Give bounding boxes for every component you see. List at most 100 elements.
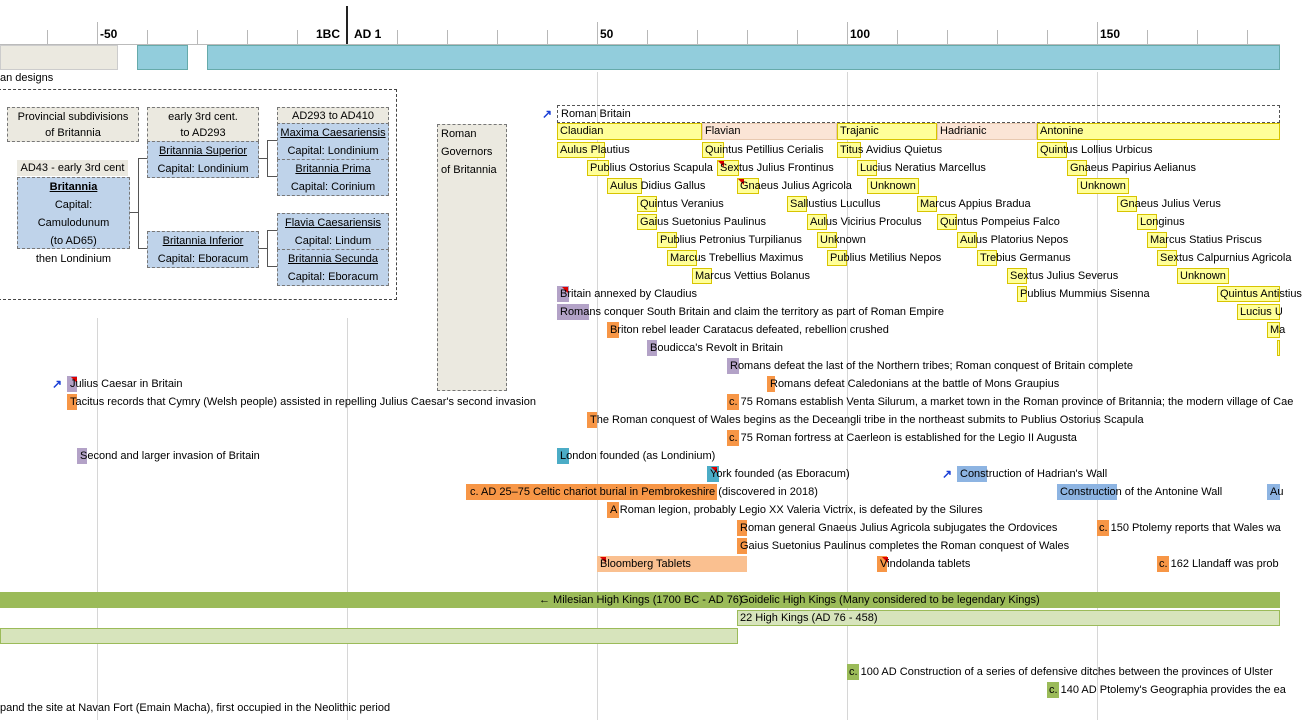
governor-label[interactable]: Trebius Germanus [980, 252, 1071, 264]
governor-label[interactable]: Marcus Vettius Bolanus [695, 270, 810, 282]
dynasty-claudian[interactable]: Claudian [557, 123, 702, 140]
governor-label[interactable]: Sextus Calpurnius Agricola [1160, 252, 1292, 264]
event-label[interactable]: Tacitus records that Cymry (Welsh people… [70, 396, 536, 408]
governor-label[interactable]: Publius Metilius Nepos [830, 252, 942, 264]
event-label[interactable]: c. 75 Romans establish Venta Silurum, a … [729, 396, 1294, 408]
period-bar[interactable] [207, 45, 1280, 70]
governors-box[interactable]: Roman Governors of Britannia [437, 124, 507, 391]
flavia-box[interactable]: Flavia Caesariensis Capital: Lindum [277, 213, 389, 250]
governor-label[interactable]: Aulus Plautius [560, 144, 630, 156]
governor-label[interactable]: Titus Avidius Quietus [840, 144, 943, 156]
period-bar[interactable] [137, 45, 188, 70]
governor-label[interactable]: Aulus Vicirius Proculus [810, 216, 922, 228]
event-marker [1267, 484, 1280, 500]
dynasty-hadrianic[interactable]: Hadrianic [937, 123, 1037, 140]
governor-label[interactable]: Quintus Antistius [1220, 288, 1302, 300]
dynasty-trajanic[interactable]: Trajanic [837, 123, 937, 140]
event-label[interactable]: c. 100 AD Construction of a series of de… [849, 666, 1273, 678]
event-label[interactable]: Romans conquer South Britain and claim t… [560, 306, 944, 318]
event-label[interactable]: Julius Caesar in Britain [70, 378, 183, 390]
ruler-tick [47, 30, 48, 44]
governor-label[interactable]: Marcus Statius Priscus [1150, 234, 1262, 246]
roman-britain-header[interactable]: Roman Britain [557, 105, 1280, 123]
governor-label[interactable]: Sextus Julius Frontinus [720, 162, 834, 174]
event-label[interactable]: The Roman conquest of Wales begins as th… [590, 414, 1144, 426]
inferior-box[interactable]: Britannia Inferior Capital: Eboracum [147, 231, 259, 268]
event-label[interactable]: Construction of the Antonine Wall [1060, 486, 1223, 498]
event-label[interactable]: c. 140 AD Ptolemy's Geographia provides … [1049, 684, 1286, 696]
governor-label[interactable]: Gnaeus Julius Agricola [740, 180, 852, 192]
event-label[interactable]: London founded (as Londinium) [560, 450, 716, 462]
governor-label[interactable]: Aulus Platorius Nepos [960, 234, 1069, 246]
milesian-label[interactable]: ← Milesian High Kings (1700 BC - AD 76) [539, 594, 743, 606]
event-label[interactable]: c. AD 25–75 Celtic chariot burial in Pem… [470, 486, 818, 498]
event-label[interactable]: c. 150 Ptolemy reports that Wales wa [1099, 522, 1281, 534]
governor-label[interactable]: Sallustius Lucullus [790, 198, 881, 210]
secunda-box[interactable]: Britannia Secunda Capital: Eboracum [277, 249, 389, 286]
event-label[interactable]: Boudicca's Revolt in Britain [650, 342, 783, 354]
governor-label[interactable]: Lucius Neratius Marcellus [860, 162, 986, 174]
high-kings-bar[interactable] [0, 592, 1280, 608]
governor-label[interactable]: Unknown [820, 234, 866, 246]
prima-box[interactable]: Britannia Prima Capital: Corinium [277, 159, 389, 196]
event-label[interactable]: Romans defeat the last of the Northern t… [730, 360, 1133, 372]
britannia-name[interactable]: Britannia [49, 181, 98, 193]
event-label[interactable]: York founded (as Eboracum) [710, 468, 850, 480]
event-label[interactable]: c. 162 Llandaff was prob [1159, 558, 1279, 570]
superior-name[interactable]: Britannia Superior [158, 145, 248, 157]
maxima-name[interactable]: Maxima Caesariensis [280, 127, 386, 139]
governor-label[interactable]: Unknown [1180, 270, 1226, 282]
governor-label[interactable]: Aulus Didius Gallus [610, 180, 706, 192]
link-arrow-icon[interactable]: ↗ [542, 107, 553, 121]
governor-label[interactable]: Quintus Lollius Urbicus [1040, 144, 1153, 156]
link-arrow-icon[interactable]: ↗ [52, 377, 63, 391]
governor-label[interactable]: Gnaeus Papirius Aelianus [1070, 162, 1196, 174]
event-label[interactable]: Briton rebel leader Caratacus defeated, … [610, 324, 889, 336]
secunda-name[interactable]: Britannia Secunda [288, 253, 378, 265]
britannia-box[interactable]: Britannia Capital: Camulodunum (to AD65)… [17, 177, 130, 265]
event-label[interactable]: A Roman legion, probably Legio XX Valeri… [610, 504, 983, 516]
superior-box[interactable]: Britannia Superior Capital: Londinium [147, 141, 259, 178]
governor-label[interactable]: Publius Petronius Turpilianus [660, 234, 802, 246]
event-label[interactable]: Gaius Suetonius Paulinus completes the R… [740, 540, 1070, 552]
governor-label[interactable]: Quintus Pompeius Falco [940, 216, 1060, 228]
dynasty-antonine[interactable]: Antonine [1037, 123, 1280, 140]
event-label[interactable]: Construction of Hadrian's Wall [960, 468, 1108, 480]
governor-label[interactable]: Marcus Trebellius Maximus [670, 252, 804, 264]
event-label[interactable]: pand the site at Navan Fort (Emain Macha… [0, 702, 391, 714]
event-label[interactable]: Romans defeat Caledonians at the battle … [770, 378, 1060, 390]
event-label[interactable]: Bloomberg Tablets [600, 558, 691, 570]
governor-label[interactable]: Sextus Julius Severus [1010, 270, 1119, 282]
event-label[interactable]: Vindolanda tablets [880, 558, 971, 570]
governor-label[interactable]: Publius Mummius Sisenna [1020, 288, 1150, 300]
governor-label[interactable]: Lucius U [1240, 306, 1283, 318]
governor-label[interactable]: Publius Ostorius Scapula [590, 162, 713, 174]
timeline-ruler[interactable]: -50 1BC AD 1 50 100 150 [0, 0, 1280, 45]
governor-label[interactable]: Unknown [1080, 180, 1126, 192]
governor-label[interactable]: Gaius Suetonius Paulinus [640, 216, 766, 228]
provinces-panel[interactable] [0, 89, 397, 300]
inferior-name[interactable]: Britannia Inferior [162, 235, 244, 247]
governor-label[interactable]: Unknown [870, 180, 916, 192]
prima-name[interactable]: Britannia Prima [295, 163, 371, 175]
link-arrow-icon[interactable]: ↗ [942, 467, 953, 481]
governor-label[interactable]: Gnaeus Julius Verus [1120, 198, 1221, 210]
governor-label[interactable]: Quintus Petillius Cerialis [705, 144, 824, 156]
governor-label[interactable]: Longinus [1140, 216, 1185, 228]
high-kings-sub-bar[interactable] [737, 610, 1280, 626]
governor-label[interactable]: Marcus Appius Bradua [920, 198, 1031, 210]
goidelic-label[interactable]: Goidelic High Kings (Many considered to … [740, 594, 1040, 606]
high-kings-label[interactable]: 22 High Kings (AD 76 - 458) [740, 612, 878, 624]
milesian-sub-bar[interactable] [0, 628, 738, 644]
flavia-name[interactable]: Flavia Caesariensis [285, 217, 381, 229]
design-bar[interactable] [0, 45, 118, 70]
event-label[interactable]: Second and larger invasion of Britain [80, 450, 260, 462]
event-label[interactable]: Au [1270, 486, 1284, 498]
governor-label[interactable]: Quintus Veranius [640, 198, 724, 210]
event-label[interactable]: c. 75 Roman fortress at Caerleon is esta… [729, 432, 1077, 444]
event-label[interactable]: Britain annexed by Claudius [560, 288, 697, 300]
dynasty-flavian[interactable]: Flavian [702, 123, 837, 140]
maxima-box[interactable]: Maxima Caesariensis Capital: Londinium [277, 123, 389, 160]
event-label[interactable]: Roman general Gnaeus Julius Agricola sub… [740, 522, 1058, 534]
governor-label[interactable]: Ma [1270, 324, 1286, 336]
